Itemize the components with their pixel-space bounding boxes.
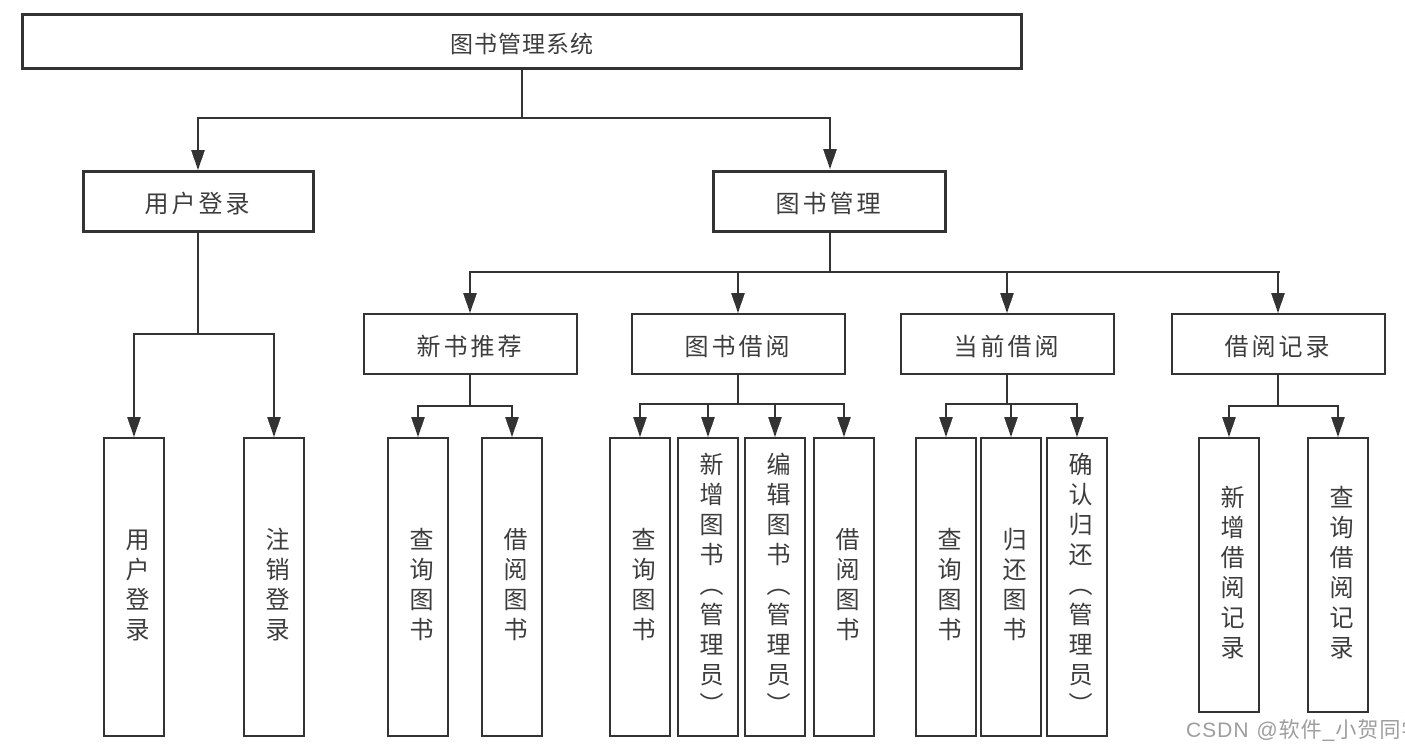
node-label: 注销登录 bbox=[261, 527, 288, 647]
node-label: 借阅图书 bbox=[499, 527, 526, 647]
connector-book-management-to-level3 bbox=[463, 233, 1285, 313]
node-user-login: 用户登录 bbox=[82, 170, 315, 233]
node-confirm-return-admin: 确认归还（管理员） bbox=[1046, 437, 1108, 737]
node-label: 图书管理 bbox=[775, 191, 884, 218]
node-label: 确认归还（管理员） bbox=[1064, 452, 1091, 722]
arrowhead-icon bbox=[1271, 293, 1285, 313]
node-label: 查询图书 bbox=[627, 527, 654, 647]
node-label: 图书借阅 bbox=[684, 333, 793, 361]
node-query-books-current: 查询图书 bbox=[915, 437, 977, 737]
connector-root-to-level2 bbox=[191, 69, 837, 170]
arrowhead-icon bbox=[633, 417, 647, 437]
node-query-books-borrowing: 查询图书 bbox=[609, 437, 671, 737]
arrowhead-icon bbox=[267, 417, 281, 437]
arrowhead-icon bbox=[731, 293, 745, 313]
node-label: 新增图书（管理员） bbox=[695, 452, 722, 722]
node-add-borrow-record: 新增借阅记录 bbox=[1198, 437, 1260, 713]
connector-borrowing-records-to-leaves bbox=[1222, 375, 1345, 437]
node-book-management: 图书管理 bbox=[712, 170, 947, 233]
node-library-management-system: 图书管理系统 bbox=[21, 13, 1023, 70]
node-label: 图书管理系统 bbox=[450, 30, 594, 57]
node-logout: 注销登录 bbox=[243, 437, 305, 737]
node-new-book-recommendation: 新书推荐 bbox=[363, 313, 578, 375]
arrowhead-icon bbox=[1331, 417, 1345, 437]
arrowhead-icon bbox=[1222, 417, 1236, 437]
arrowhead-icon bbox=[127, 417, 141, 437]
node-label: 查询图书 bbox=[933, 527, 960, 647]
node-borrow-books-recommend: 借阅图书 bbox=[481, 437, 543, 737]
node-label: 新增借阅记录 bbox=[1216, 485, 1243, 665]
node-query-borrow-record: 查询借阅记录 bbox=[1307, 437, 1369, 713]
node-return-books: 归还图书 bbox=[980, 437, 1042, 737]
arrowhead-icon bbox=[837, 417, 851, 437]
node-label: 当前借阅 bbox=[953, 333, 1062, 361]
node-current-borrowing: 当前借阅 bbox=[900, 313, 1115, 375]
node-borrowing-records: 借阅记录 bbox=[1171, 313, 1386, 375]
arrowhead-icon bbox=[1000, 293, 1014, 313]
node-add-books-admin: 新增图书（管理员） bbox=[677, 437, 739, 737]
node-label: 用户登录 bbox=[121, 527, 148, 647]
node-label: 查询借阅记录 bbox=[1325, 485, 1352, 665]
arrowhead-icon bbox=[768, 417, 782, 437]
node-label: 用户登录 bbox=[144, 191, 253, 218]
arrowhead-icon bbox=[823, 149, 837, 169]
node-book-borrowing: 图书借阅 bbox=[631, 313, 846, 375]
connector-book-borrowing-to-leaves bbox=[633, 375, 851, 437]
node-query-books-recommend: 查询图书 bbox=[387, 437, 449, 737]
arrowhead-icon bbox=[701, 417, 715, 437]
arrowhead-icon bbox=[463, 293, 477, 313]
arrowhead-icon bbox=[411, 417, 425, 437]
node-label: 借阅图书 bbox=[831, 527, 858, 647]
arrowhead-icon bbox=[1070, 417, 1084, 437]
node-user-login-leaf: 用户登录 bbox=[103, 437, 165, 737]
arrowhead-icon bbox=[505, 417, 519, 437]
node-label: 查询图书 bbox=[405, 527, 432, 647]
connector-current-borrowing-to-leaves bbox=[939, 375, 1084, 437]
arrowhead-icon bbox=[191, 150, 205, 170]
node-edit-books-admin: 编辑图书（管理员） bbox=[744, 437, 806, 737]
connector-user-login-to-leaves bbox=[127, 233, 281, 437]
node-label: 归还图书 bbox=[998, 527, 1025, 647]
connector-new-book-to-leaves bbox=[411, 375, 519, 437]
arrowhead-icon bbox=[1004, 417, 1018, 437]
node-label: 新书推荐 bbox=[416, 333, 525, 361]
node-label: 编辑图书（管理员） bbox=[762, 452, 789, 722]
arrowhead-icon bbox=[939, 417, 953, 437]
watermark-text: CSDN @软件_小贺同学 bbox=[1186, 719, 1405, 742]
node-borrow-books-borrowing: 借阅图书 bbox=[813, 437, 875, 737]
node-label: 借阅记录 bbox=[1224, 333, 1333, 361]
